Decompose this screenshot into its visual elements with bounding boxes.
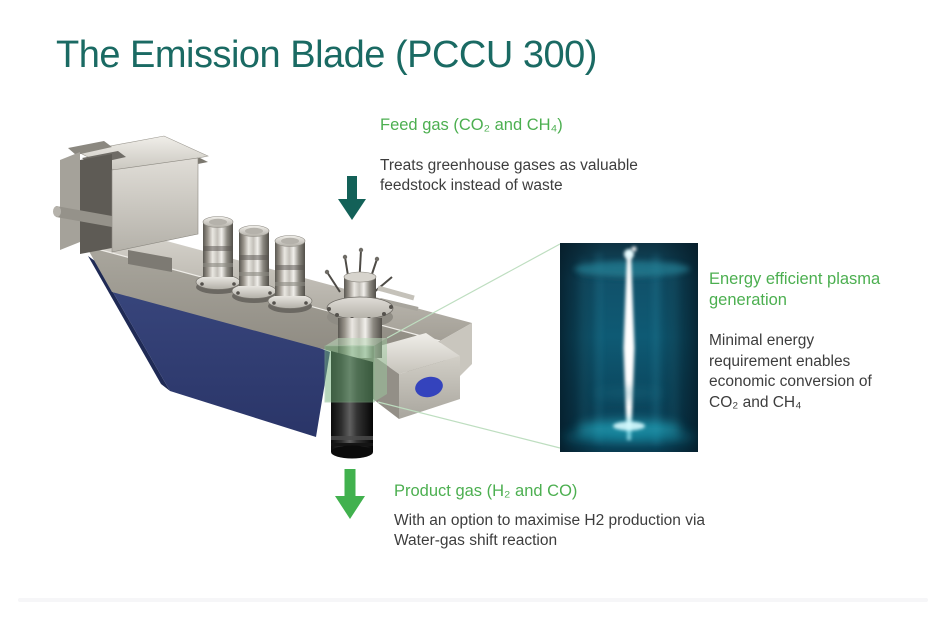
- feed-gas-heading: Feed gas (CO₂ and CH₄): [380, 116, 563, 134]
- footer-divider: [18, 598, 928, 602]
- callout-connector-lines: [377, 243, 561, 449]
- energy-heading: Energy efficient plasma generation: [709, 270, 881, 309]
- feed-gas-body: Treats greenhouse gases as valuable feed…: [380, 157, 638, 194]
- plasma-image: [560, 243, 698, 452]
- energy-body: Minimal energy requirement enables econo…: [709, 332, 872, 411]
- machine-blue-base: [88, 256, 330, 437]
- product-gas-body: With an option to maximise H2 production…: [394, 512, 706, 549]
- feed-arrow-icon: [338, 176, 366, 220]
- machine-left-assembly: [53, 135, 209, 272]
- product-gas-heading: Product gas (H₂ and CO): [394, 482, 578, 500]
- machine-cylinders: [195, 216, 313, 313]
- machine-right-box: [365, 333, 460, 419]
- highlight-zone-box: [324, 338, 387, 403]
- page-title: The Emission Blade (PCCU 300): [56, 34, 597, 76]
- product-arrow-icon: [335, 469, 365, 519]
